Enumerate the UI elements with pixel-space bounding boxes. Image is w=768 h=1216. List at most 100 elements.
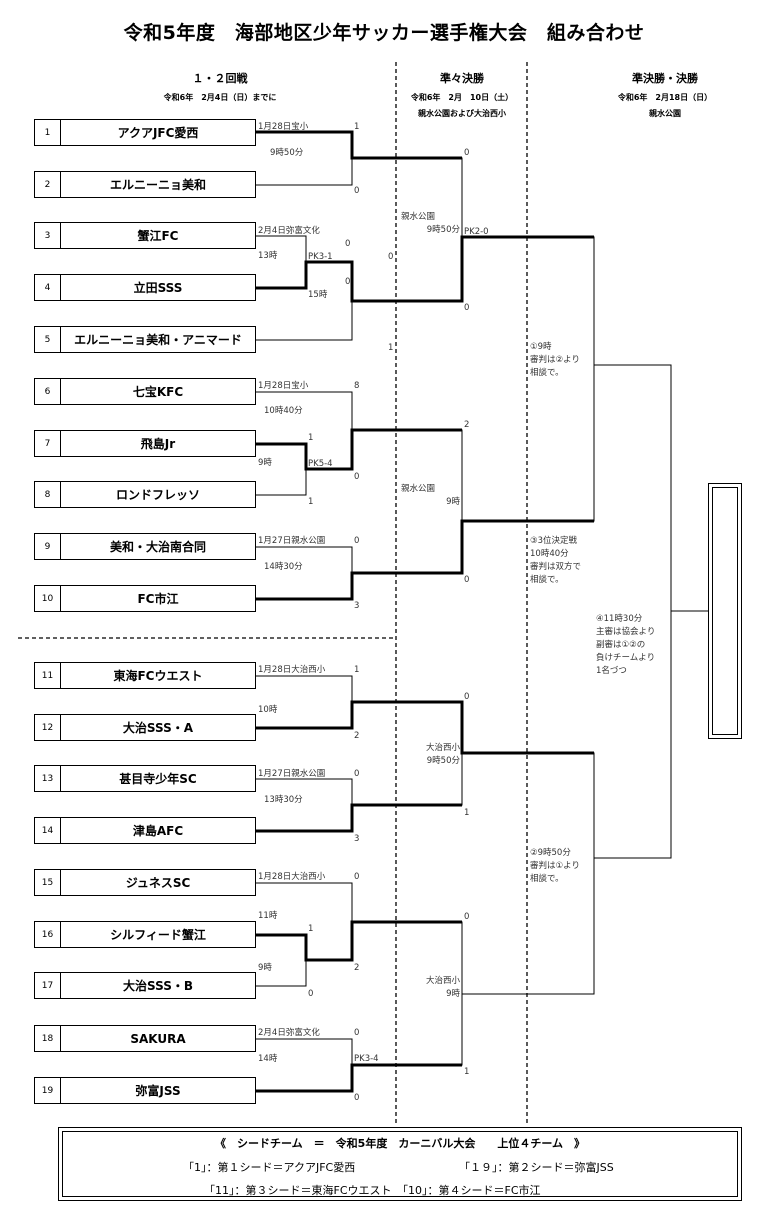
score: 3 [354, 601, 360, 611]
team-number: 8 [35, 482, 61, 507]
seed-line: 「11」：第３シード＝東海FCウエスト 「10」：第４シード＝FC市江 [204, 1184, 541, 1197]
match-time: 9時 [258, 963, 272, 973]
team-name: SAKURA [130, 1031, 186, 1046]
match-time: 14時30分 [264, 562, 303, 572]
team-number: 5 [35, 327, 61, 352]
score: 1 [308, 497, 314, 507]
match-venue: 1月27日親水公園 [258, 769, 326, 779]
qf-header: 準々決勝 [440, 72, 484, 85]
score: 0 [345, 277, 351, 287]
score: 2 [354, 963, 360, 973]
team-name: 飛島Jr [140, 437, 176, 451]
qf-venue: 大治西小 [425, 743, 460, 753]
match-time: 9時50分 [270, 148, 304, 158]
team-row: 10 FC市江 [34, 585, 256, 612]
team-row: 17 大治SSS・B [34, 972, 256, 999]
qf-time: 9時 [446, 989, 460, 999]
team-number: 4 [35, 275, 61, 300]
qf-date: 令和6年 2月 10日（土） [410, 93, 514, 102]
team-name: ジュネスSC [125, 876, 191, 890]
team-number: 2 [35, 172, 61, 197]
team-row: 19 弥富JSS [34, 1077, 256, 1104]
team-row: 8 ロンドフレッソ [34, 481, 256, 508]
sf-date: 令和6年 2月18日（日） [617, 93, 713, 102]
team-row: 9 美和・大治南合同 [34, 533, 256, 560]
team-name: 弥富JSS [135, 1084, 181, 1098]
team-name: 東海FCウエスト [113, 669, 203, 683]
team-name: エルニーニョ美和 [109, 178, 206, 192]
score: 0 [354, 769, 360, 779]
team-row: 4 立田SSS [34, 274, 256, 301]
score: 1 [388, 343, 394, 353]
team-number: 6 [35, 379, 61, 404]
pk-result: PK2-0 [464, 227, 489, 237]
team-name: 大治SSS・A [122, 721, 194, 735]
score: 8 [354, 381, 360, 391]
qf-venue: 親水公園 [400, 484, 435, 494]
score: 1 [464, 808, 470, 818]
seed-info-box: 《 シードチーム ＝ 令和5年度 カーニバル大会 上位４チーム 》 「1」：第１… [58, 1127, 742, 1201]
seed-title: 《 シードチーム ＝ 令和5年度 カーニバル大会 上位４チーム 》 [215, 1137, 585, 1150]
score: 0 [308, 989, 314, 999]
team-name: 大治SSS・B [123, 979, 193, 993]
team-name: ロンドフレッソ [115, 488, 200, 502]
match-time: 15時 [308, 290, 328, 300]
team-row: 15 ジュネスSC [34, 869, 256, 896]
team-name: 七宝KFC [132, 385, 184, 399]
score: 0 [354, 472, 360, 482]
qf-venue: 親水公園および大治西小 [418, 109, 506, 118]
team-row: 12 大治SSS・A [34, 714, 256, 741]
third-place-note: ③3位決定戦 10時40分 審判は双方で 相談で。 [530, 536, 582, 585]
team-number: 18 [35, 1026, 61, 1051]
team-name: アクアJFC愛西 [117, 126, 199, 140]
team-number: 10 [35, 586, 61, 611]
team-name: 美和・大治南合同 [109, 540, 206, 554]
team-number: 12 [35, 715, 61, 740]
match-time: 11時 [258, 911, 278, 921]
team-number: 3 [35, 223, 61, 248]
match-venue: 1月28日大治西小 [258, 665, 326, 675]
score: 1 [464, 1067, 470, 1077]
score: 0 [354, 1028, 360, 1038]
team-name: 立田SSS [133, 281, 183, 295]
match-time: 10時 [258, 705, 278, 715]
team-number: 15 [35, 870, 61, 895]
qf-time: 9時50分 [426, 756, 460, 766]
team-row: 14 津島AFC [34, 817, 256, 844]
match-venue: 1月28日宝小 [258, 122, 309, 132]
team-number: 13 [35, 766, 61, 791]
match-time: 9時 [258, 458, 272, 468]
match-time: 10時40分 [264, 406, 303, 416]
team-number: 19 [35, 1078, 61, 1103]
match-venue: 1月27日親水公園 [258, 536, 326, 546]
sf-header: 準決勝・決勝 [632, 72, 698, 85]
page-title: 令和5年度 海部地区少年サッカー選手権大会 組み合わせ [123, 22, 645, 44]
round12-date: 令和6年 2月4日（日）までに [163, 93, 277, 102]
score: 0 [464, 575, 470, 585]
score: 0 [354, 536, 360, 546]
score: 0 [354, 872, 360, 882]
round12-header: １・２回戦 [192, 72, 248, 85]
score: 3 [354, 834, 360, 844]
score: 0 [388, 252, 394, 262]
score: 1 [354, 665, 360, 675]
score: 0 [354, 186, 360, 196]
score: 1 [308, 924, 314, 934]
pk-result: PK3-1 [308, 252, 333, 262]
team-number: 9 [35, 534, 61, 559]
team-name: FC市江 [137, 592, 179, 606]
team-number: 17 [35, 973, 61, 998]
score: 0 [464, 303, 470, 313]
team-name: 津島AFC [132, 824, 184, 838]
score: 2 [354, 731, 360, 741]
team-number: 14 [35, 818, 61, 843]
team-number: 16 [35, 922, 61, 947]
score: 0 [354, 1093, 360, 1103]
match-venue: 2月4日弥富文化 [258, 1028, 320, 1038]
match-venue: 1月28日宝小 [258, 381, 309, 391]
team-row: 18 SAKURA [34, 1025, 256, 1052]
team-name: 蟹江FC [137, 229, 179, 243]
